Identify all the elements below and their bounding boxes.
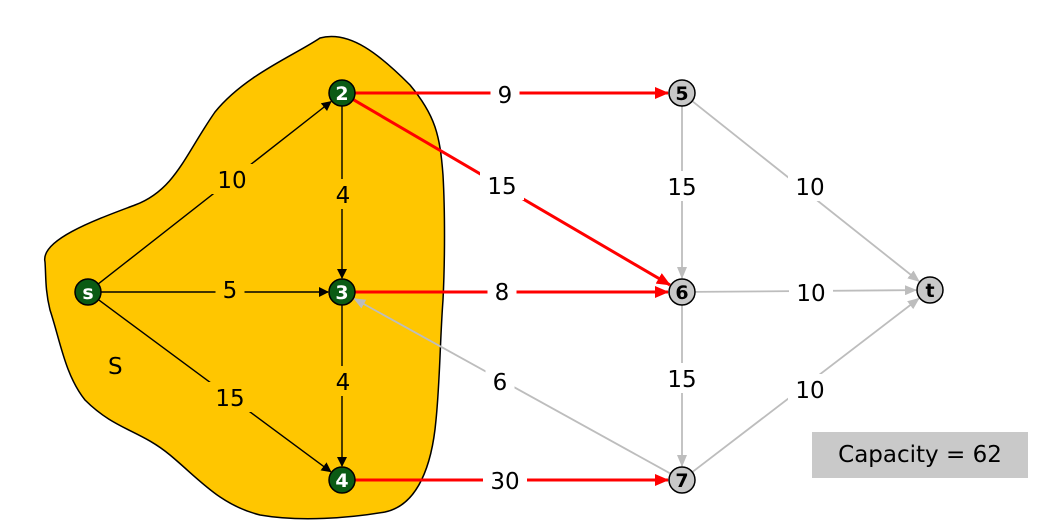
edge-label-6-t: 10 [796,281,825,307]
edge-label-bg-6-7 [660,363,704,393]
edge-label-7-t: 10 [795,378,824,404]
edge-label-5-t: 10 [795,175,824,201]
capacity-text: Capacity = 62 [838,442,1002,468]
set-s-label: S [108,354,123,380]
edge-label-bg-2-5 [490,79,520,109]
capacity-box: Capacity = 62 [812,432,1028,478]
edge-label-bg-s-4 [208,382,252,412]
node-circle-7 [668,466,696,494]
edge-label-2-6: 15 [487,174,516,200]
node-circle-3 [328,278,356,306]
node-circle-t [916,276,944,304]
node-4: 4 [328,466,356,494]
edge-label-s-3: 5 [223,278,238,304]
edge-label-bg-7-t [788,374,832,404]
node-label-6: 6 [675,282,688,304]
edge-label-7-3: 6 [493,370,508,396]
edge-label-s-2: 10 [217,168,246,194]
edge-label-2-3: 4 [336,183,351,209]
edge-label-bg-s-2 [210,164,254,194]
node-3: 3 [328,278,356,306]
edge-label-6-7: 15 [667,367,696,393]
edge-label-s-4: 15 [215,386,244,412]
edge-label-bg-3-6 [487,276,517,306]
edge-label-bg-6-t [789,277,833,307]
node-5: 5 [668,79,696,107]
edge-label-3-6: 8 [495,280,510,306]
edge-label-bg-s-3 [215,274,245,304]
node-label-2: 2 [335,83,348,105]
node-label-4: 4 [335,470,348,492]
node-label-s: s [82,282,93,304]
node-circle-4 [328,466,356,494]
edge-label-5-6: 15 [667,175,696,201]
node-label-7: 7 [675,470,688,492]
node-circle-6 [668,278,696,306]
edges-layer: 10 5 15 4 4 9 15 8 30 6 15 15 10 10 10 [97,79,920,495]
nodes-layer: s 2 3 4 5 6 7 t [74,79,944,494]
edge-label-bg-2-6 [480,170,524,200]
edge-label-2-5: 9 [498,83,513,109]
edge-label-4-7: 30 [490,469,519,495]
edge-label-bg-7-3 [485,366,515,396]
node-circle-5 [668,79,696,107]
edge-label-3-4: 4 [336,370,351,396]
node-circle-s [74,278,102,306]
edge-label-bg-5-t [788,171,832,201]
node-2: 2 [328,79,356,107]
node-6: 6 [668,278,696,306]
node-7: 7 [668,466,696,494]
node-circle-2 [328,79,356,107]
cut-region-s [44,35,446,520]
node-label-t: t [925,280,934,302]
edge-label-bg-2-3 [328,179,358,209]
node-label-5: 5 [675,83,688,105]
node-t: t [916,276,944,304]
node-label-3: 3 [335,282,348,304]
node-s: s [74,278,102,306]
edge-label-bg-4-7 [483,465,527,495]
edge-label-bg-5-6 [660,171,704,201]
edge-label-bg-3-4 [328,366,358,396]
